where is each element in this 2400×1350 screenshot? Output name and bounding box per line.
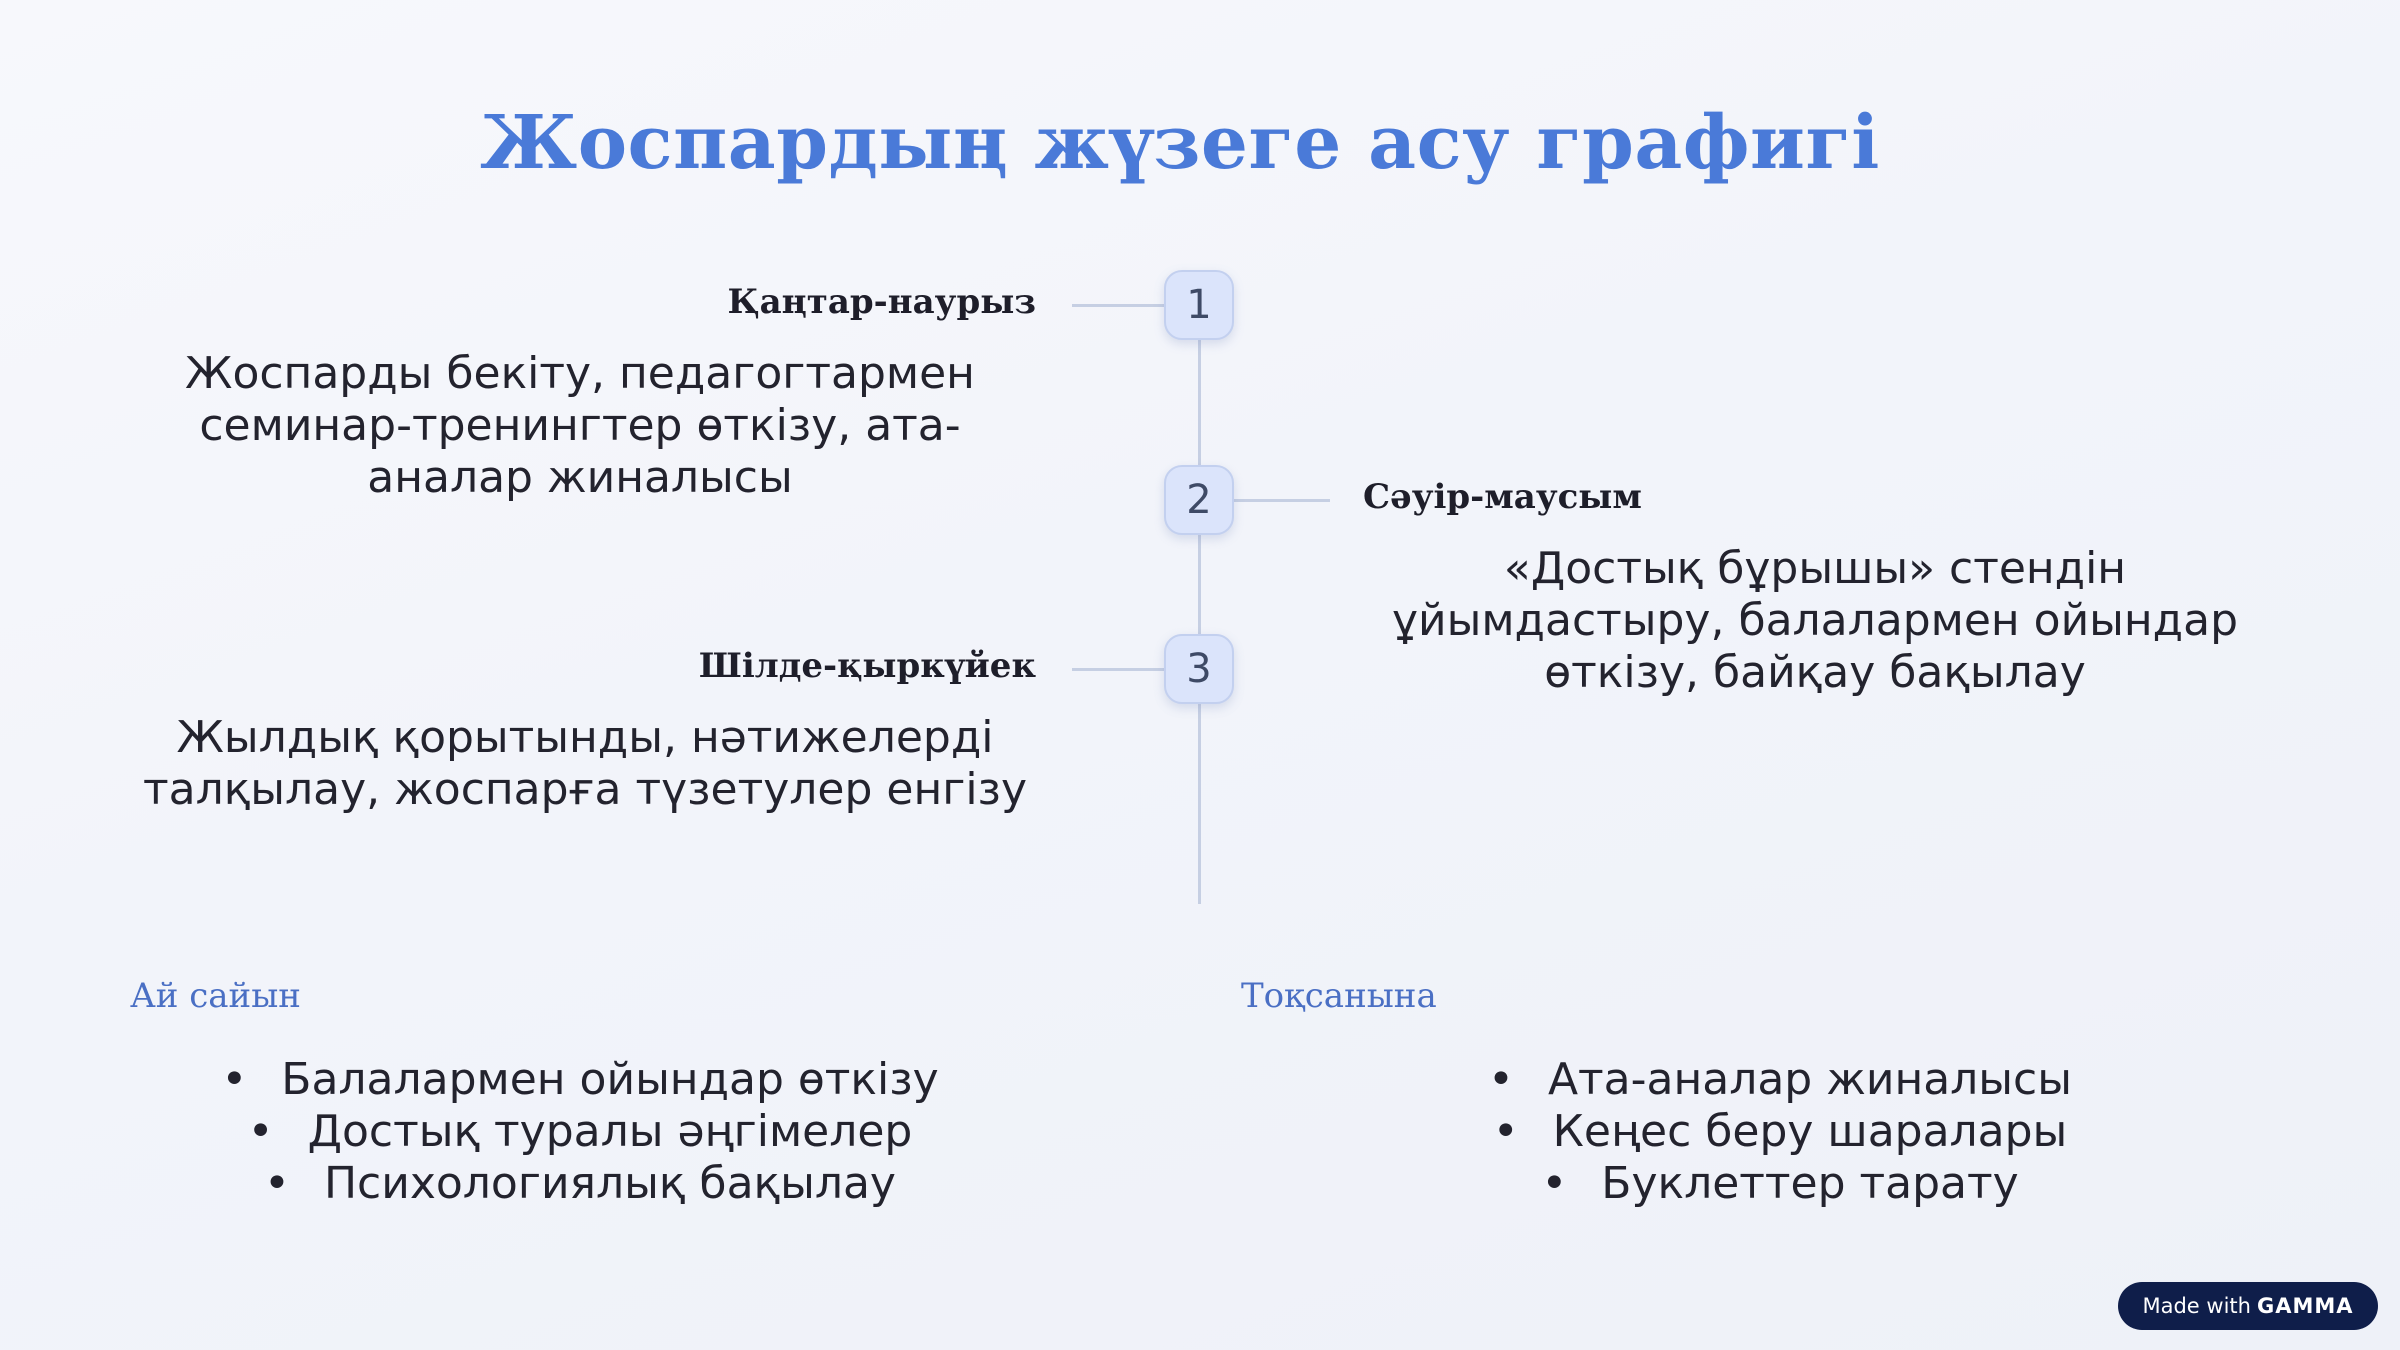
bullet-icon: •	[264, 1158, 290, 1209]
list-item: • Ата-аналар жиналысы	[1360, 1054, 2200, 1106]
bullet-icon: •	[247, 1106, 274, 1157]
slide-title: Жоспардың жүзеге асу графигі	[480, 100, 1880, 186]
list-item: • Кеңес беру шаралары	[1360, 1106, 2200, 1158]
made-with-gamma-badge[interactable]: Made with GAMMA	[2118, 1282, 2378, 1330]
list-item-text: Ата-аналар жиналысы	[1547, 1054, 2072, 1105]
list-item-text: Балалармен ойындар өткізу	[281, 1054, 939, 1105]
bullet-icon: •	[1541, 1158, 1568, 1209]
bullet-icon: •	[1492, 1106, 1519, 1157]
list-item: • Достық туралы әңгімелер	[160, 1106, 1000, 1158]
timeline-axis	[1198, 306, 1201, 904]
list-item-text: Достық туралы әңгімелер	[307, 1106, 913, 1157]
timeline-step-3-description: Жылдық қорытынды, нәтижелерді талқылау, …	[143, 712, 1027, 815]
section-quarterly-list: •Ата-аналар жиналысы •Кеңес беру шаралар…	[1360, 1054, 2200, 1210]
timeline-step-1-marker: 1	[1164, 270, 1234, 340]
timeline-connector-3	[1072, 668, 1198, 671]
timeline-step-2-description: «Достық бұрышы» стендін ұйымдастыру, бал…	[1391, 543, 2238, 698]
section-monthly-title: Ай сайын	[130, 976, 301, 1016]
timeline-connector-1	[1072, 304, 1198, 307]
bullet-icon: •	[221, 1054, 248, 1105]
timeline-step-1-period: Қаңтар-наурыз	[727, 282, 1036, 322]
badge-prefix: Made with	[2142, 1294, 2251, 1318]
timeline-step-1-description: Жоспарды бекіту, педагогтармен семинар-т…	[185, 348, 975, 503]
list-item-text: Буклеттер тарату	[1601, 1158, 2019, 1209]
timeline-connector-2	[1200, 499, 1330, 502]
timeline-step-2-period: Сәуір-маусым	[1363, 477, 1642, 517]
timeline-step-3-marker: 3	[1164, 634, 1234, 704]
section-monthly-list: •Балалармен ойындар өткізу •Достық турал…	[160, 1054, 1000, 1210]
list-item-text: Кеңес беру шаралары	[1552, 1106, 2068, 1157]
list-item: • Буклеттер тарату	[1360, 1158, 2200, 1210]
list-item: • Психологиялық бақылау	[160, 1158, 1000, 1210]
timeline-step-2-marker: 2	[1164, 465, 1234, 535]
bullet-icon: •	[1488, 1054, 1514, 1105]
list-item: • Балалармен ойындар өткізу	[160, 1054, 1000, 1106]
list-item-text: Психологиялық бақылау	[323, 1158, 896, 1209]
gamma-logo: GAMMA	[2256, 1294, 2354, 1318]
timeline-step-3-period: Шілде-қыркүйек	[698, 646, 1036, 686]
section-quarterly-title: Тоқсанына	[1241, 976, 1437, 1016]
